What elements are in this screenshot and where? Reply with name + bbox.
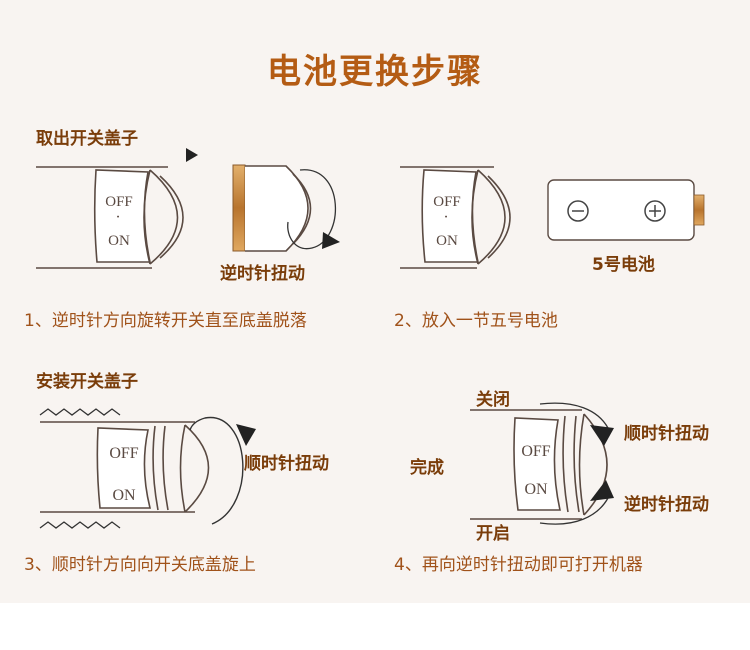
switch-panel <box>96 427 152 509</box>
step3-device <box>39 408 244 529</box>
step2-caption: 2、放入一节五号电池 <box>394 311 558 331</box>
step1-twist-label: 逆时针扭动 <box>220 264 305 284</box>
step3-label: 安装开关盖子 <box>36 372 138 392</box>
step4-caption: 4、再向逆时针扭动即可打开机器 <box>394 555 643 575</box>
detached-cap <box>232 164 337 252</box>
on-text: ON <box>436 233 458 249</box>
off-text: OFF <box>109 445 138 462</box>
cap-body <box>245 165 309 252</box>
cap-outline <box>184 424 210 513</box>
battery-body <box>547 179 695 241</box>
pointer-triangle-icon <box>186 148 198 162</box>
minus-icon <box>567 200 589 222</box>
ring-line <box>152 425 159 511</box>
battery-label: 5号电池 <box>592 255 655 275</box>
switch-panel <box>513 417 561 511</box>
on-text: ON <box>112 487 136 504</box>
on-text: ON <box>524 481 548 498</box>
plus-symbol: ⊕ <box>648 203 649 204</box>
ring-line <box>162 425 169 511</box>
cap-inner-outline <box>487 175 511 259</box>
zigzag-edge <box>39 408 121 416</box>
cap-outline <box>149 169 179 265</box>
plus-icon <box>644 200 666 222</box>
off-text: OFF <box>433 194 461 210</box>
battery-terminal <box>693 194 705 226</box>
zigzag-edge <box>39 521 121 529</box>
step1-caption: 1、逆时针方向旋转开关直至底盖脱落 <box>24 311 307 331</box>
step1-device <box>36 166 184 269</box>
cap-lens-line <box>292 173 312 245</box>
arrow-head-icon <box>236 424 256 446</box>
on-text: ON <box>108 233 130 249</box>
cw-twist-label: 顺时针扭动 <box>624 424 709 444</box>
step4-device <box>470 402 609 525</box>
cap-inner-outline <box>159 175 184 259</box>
cap-back-outline <box>578 413 585 516</box>
cap-gold-ring <box>232 164 246 252</box>
page-title: 电池更换步骤 <box>267 52 483 92</box>
step2-device <box>400 166 511 269</box>
step3-twist-label: 顺时针扭动 <box>244 454 329 474</box>
off-text: OFF <box>105 194 133 210</box>
ring-line <box>562 415 569 513</box>
switch-dot: · <box>115 209 120 226</box>
ccw-rotate-arrow <box>287 169 337 250</box>
minus-symbol: ⊖ <box>571 203 572 204</box>
cap-back-outline <box>471 169 479 265</box>
off-text: OFF <box>521 443 550 460</box>
cw-rotate-arrow <box>189 417 244 525</box>
ccw-twist-label: 逆时针扭动 <box>624 495 709 515</box>
arrow-head-icon <box>322 232 340 249</box>
ccw-arc <box>539 497 609 525</box>
cw-arc <box>539 402 609 429</box>
cap-back-outline <box>179 424 186 513</box>
battery <box>547 179 705 241</box>
switch-dot: · <box>443 209 448 226</box>
arrow-head-icon <box>590 425 614 446</box>
step1-label: 取出开关盖子 <box>36 129 138 149</box>
cap-outline <box>583 413 608 516</box>
cap-back-outline <box>143 169 151 265</box>
cap-outline <box>477 169 506 265</box>
arrow-head-icon <box>590 480 614 501</box>
open-label: 开启 <box>476 524 510 544</box>
ring-line <box>573 415 580 513</box>
done-label: 完成 <box>410 458 444 478</box>
bottom-strip <box>0 603 750 650</box>
close-label: 关闭 <box>476 390 510 410</box>
step3-caption: 3、顺时针方向向开关底盖旋上 <box>24 555 256 575</box>
